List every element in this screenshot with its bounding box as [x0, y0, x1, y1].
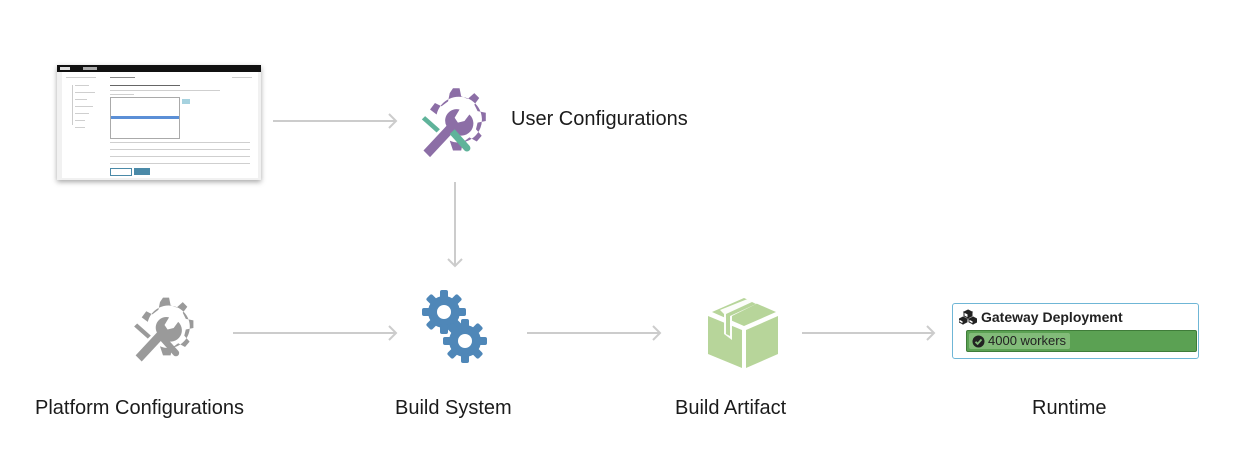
node-label-platform-configurations: Platform Configurations — [35, 397, 244, 419]
thumbnail-dropdown — [110, 97, 180, 139]
thumbnail-top-bar — [57, 65, 261, 72]
arrow-platform-config-to-build-system — [233, 325, 398, 341]
cubes-icon — [959, 309, 977, 325]
box-icon — [708, 298, 778, 368]
node-label-runtime: Runtime — [1032, 397, 1107, 419]
workers-status-bar: 4000 workers — [966, 330, 1197, 352]
arrow-build-system-to-build-artifact — [527, 325, 662, 341]
arrow-build-artifact-to-runtime — [802, 325, 936, 341]
gateway-deployment-card[interactable]: Gateway Deployment 4000 workers — [952, 303, 1199, 359]
thumbnail-page — [62, 72, 258, 178]
node-label-build-system: Build System — [395, 397, 512, 419]
node-label-user-configurations: User Configurations — [511, 108, 688, 130]
workers-count: 4000 workers — [988, 333, 1067, 348]
gateway-title: Gateway Deployment — [981, 309, 1123, 325]
arrow-user-config-to-build-system — [447, 182, 463, 268]
check-circle-icon — [972, 335, 985, 347]
node-label-build-artifact: Build Artifact — [675, 397, 787, 419]
config-ui-screenshot-thumbnail — [57, 65, 261, 180]
gear-wrench-screwdriver-icon — [421, 88, 486, 158]
workers-badge[interactable]: 4000 workers — [969, 333, 1071, 349]
gears-icon — [422, 290, 487, 363]
gear-wrench-screwdriver-icon — [134, 297, 194, 362]
arrow-screenshot-to-user-config — [273, 113, 398, 129]
